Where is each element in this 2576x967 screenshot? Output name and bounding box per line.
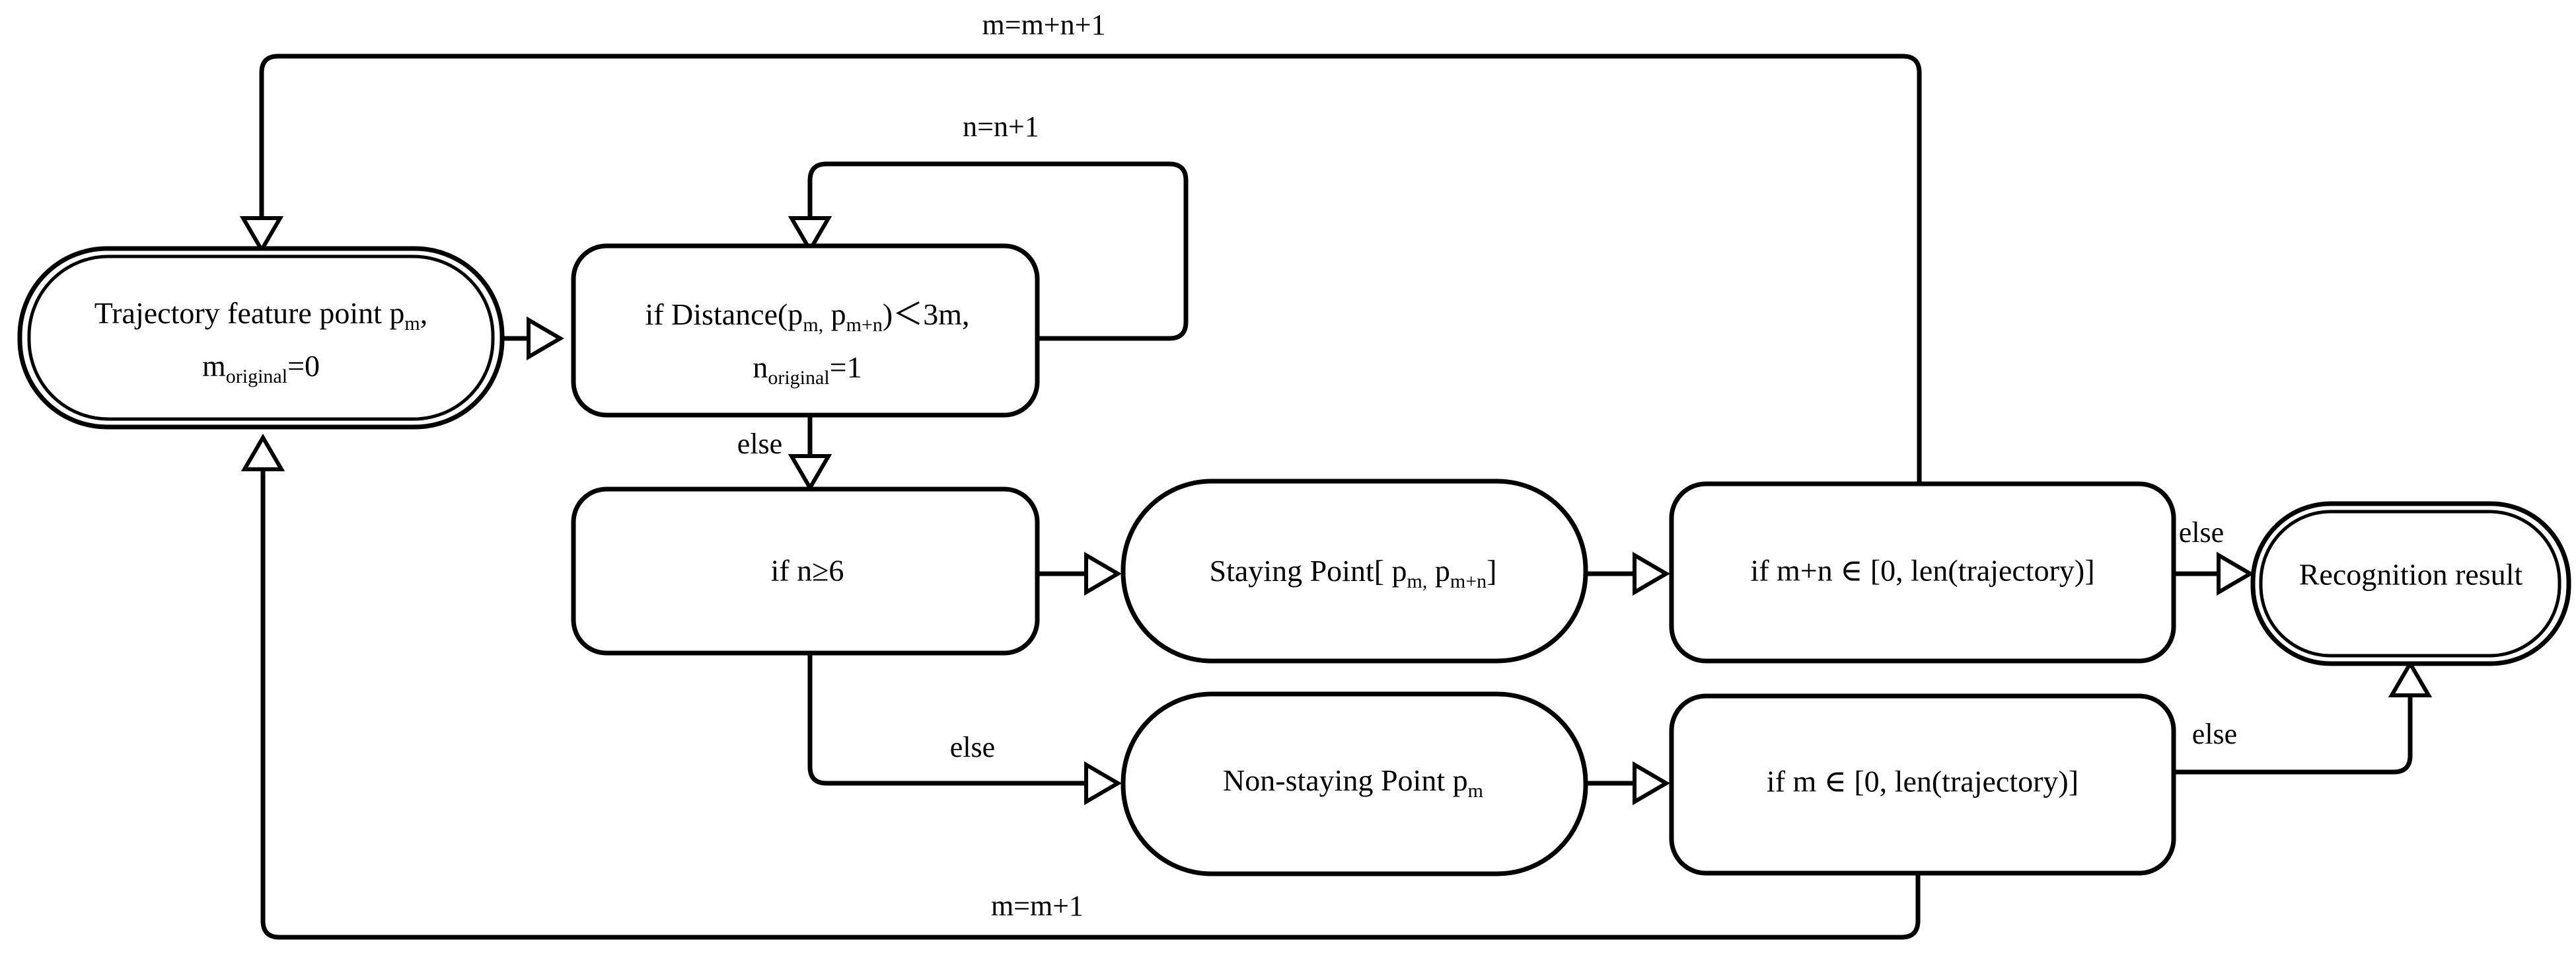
node-distance-check-label-line1: if Distance(pm, pm+n)＜3m, — [645, 297, 969, 336]
node-recognition-result-label: Recognition result — [2299, 558, 2523, 592]
node-start-outer-shape — [17, 246, 505, 430]
node-staying-point-label-b: p — [1427, 554, 1450, 588]
node-start-inner-shape — [27, 254, 495, 421]
edge-checkmn-to-result-label: else — [2179, 516, 2224, 549]
node-check-mn-range-label: if m+n ∈ [0, len(trajectory)] — [1750, 554, 2094, 588]
edge-checkmn-to-result-arrowhead — [2217, 551, 2254, 596]
edge-distance-to-nge6-arrowhead — [788, 454, 832, 492]
node-start-label-line2: moriginal=0 — [202, 349, 320, 387]
edge-nge6-to-staying-arrowhead — [1084, 551, 1122, 596]
edge-self-loop-label: n=n+1 — [963, 110, 1039, 143]
node-non-staying-point[interactable]: Non-staying Point pm — [1121, 691, 1588, 876]
node-staying-point-label-sub1: m, — [1407, 570, 1428, 592]
node-check-mn-range[interactable]: if m+n ∈ [0, len(trajectory)] — [1669, 481, 2176, 664]
edge-self-loop: n=n+1 — [788, 110, 1189, 341]
edge-staying-to-checkmn-arrowhead — [1633, 551, 1670, 596]
edge-staying-to-checkmn — [1586, 551, 1670, 596]
node-recognition-result-outer-shape — [2250, 501, 2571, 666]
node-n-threshold-check-label: if n≥6 — [771, 554, 844, 588]
node-non-staying-point-label-a: Non-staying Point p — [1223, 763, 1468, 797]
node-n-threshold-check[interactable]: if n≥6 — [571, 486, 1040, 656]
node-distance-check-shape — [571, 243, 1040, 418]
node-distance-check-label-line2: noriginal=1 — [753, 350, 862, 389]
edge-self-loop-path — [807, 161, 1189, 341]
node-start-label-line1-a: Trajectory feature point p — [94, 296, 405, 330]
node-recognition-result-inner-shape — [2259, 510, 2561, 658]
node-distance-check-l2sub: original — [768, 367, 829, 389]
edge-start-to-distance — [503, 316, 564, 361]
node-n-threshold-check-shape — [571, 486, 1040, 656]
edge-distance-to-nge6-label: else — [737, 428, 782, 460]
edge-start-to-distance-arrowhead — [527, 316, 564, 361]
edge-checkm-else-to-result: else — [2171, 660, 2433, 775]
node-non-staying-point-shape — [1121, 691, 1588, 876]
node-check-m-range-shape — [1669, 693, 2176, 876]
node-staying-point-label-a: Staying Point[ p — [1210, 554, 1407, 588]
node-distance-check[interactable]: if Distance(pm, pm+n)＜3m, noriginal=1 — [571, 243, 1040, 418]
edge-top-loop-label: m=m+n+1 — [982, 9, 1106, 41]
edge-bottom-loop-path — [260, 456, 1921, 940]
node-distance-check-l1a: if Distance(p — [645, 297, 803, 331]
edge-checkm-else-to-result-path — [2171, 682, 2413, 775]
node-check-m-range-label: if m ∈ [0, len(trajectory)] — [1767, 765, 2079, 798]
node-staying-point-label: Staying Point[ pm, pm+n] — [1210, 554, 1497, 592]
node-staying-point[interactable]: Staying Point[ pm, pm+n] — [1121, 479, 1588, 664]
node-staying-point-label-sub2: m+n — [1450, 570, 1487, 592]
node-start-label-line2-a: m — [202, 349, 226, 383]
edge-bottom-loop-label: m=m+1 — [991, 890, 1084, 922]
node-start-label-line2-sub: original — [226, 366, 287, 387]
node-start-label-line1-b: , — [420, 296, 428, 330]
edge-checkm-else-label: else — [2192, 718, 2237, 750]
node-start-label-line1-sub: m — [404, 313, 420, 334]
node-staying-point-shape — [1121, 479, 1588, 664]
node-recognition-result[interactable]: Recognition result — [2250, 501, 2571, 666]
edge-bottom-loop: m=m+1 — [240, 434, 1921, 940]
edge-nge6-else-to-nonstaying-path — [807, 651, 1086, 786]
node-non-staying-point-label-sub: m — [1468, 780, 1483, 802]
edge-distance-to-nge6: else — [737, 413, 832, 492]
node-staying-point-label-c: ] — [1487, 554, 1496, 588]
edge-self-loop-arrowhead — [788, 216, 832, 254]
edge-nge6-to-staying — [1037, 551, 1122, 596]
node-start-label-line1: Trajectory feature point pm, — [94, 296, 428, 334]
node-distance-check-l1c: )＜3m, — [883, 297, 970, 331]
edge-bottom-loop-arrowhead — [240, 434, 285, 471]
edge-nge6-else-to-nonstaying-arrowhead — [1084, 761, 1122, 806]
node-distance-check-l2a: n — [753, 350, 768, 384]
node-distance-check-l2b: =1 — [830, 350, 862, 384]
node-distance-check-l1b: p — [823, 297, 846, 331]
edge-top-loop-path — [259, 54, 1922, 486]
node-check-m-range[interactable]: if m ∈ [0, len(trajectory)] — [1669, 693, 2176, 876]
node-distance-check-l1sub2: m+n — [846, 314, 883, 336]
edge-top-loop: m=m+n+1 — [239, 9, 1922, 486]
node-check-mn-range-shape — [1669, 481, 2176, 664]
edge-nonstaying-to-checkm-arrowhead — [1633, 761, 1670, 806]
edge-nge6-else-label: else — [950, 731, 995, 763]
edge-checkmn-to-result: else — [2171, 516, 2254, 596]
edge-checkm-else-to-result-arrowhead — [2388, 660, 2433, 697]
node-start-label-line2-b: =0 — [287, 349, 320, 383]
node-non-staying-point-label: Non-staying Point pm — [1223, 763, 1483, 802]
edge-nonstaying-to-checkm — [1586, 761, 1670, 806]
edge-top-loop-arrowhead — [239, 216, 284, 254]
node-start[interactable]: Trajectory feature point pm, moriginal=0 — [17, 246, 505, 430]
node-distance-check-l1sub1: m, — [803, 314, 823, 336]
edge-nge6-else-to-nonstaying: else — [807, 651, 1122, 806]
